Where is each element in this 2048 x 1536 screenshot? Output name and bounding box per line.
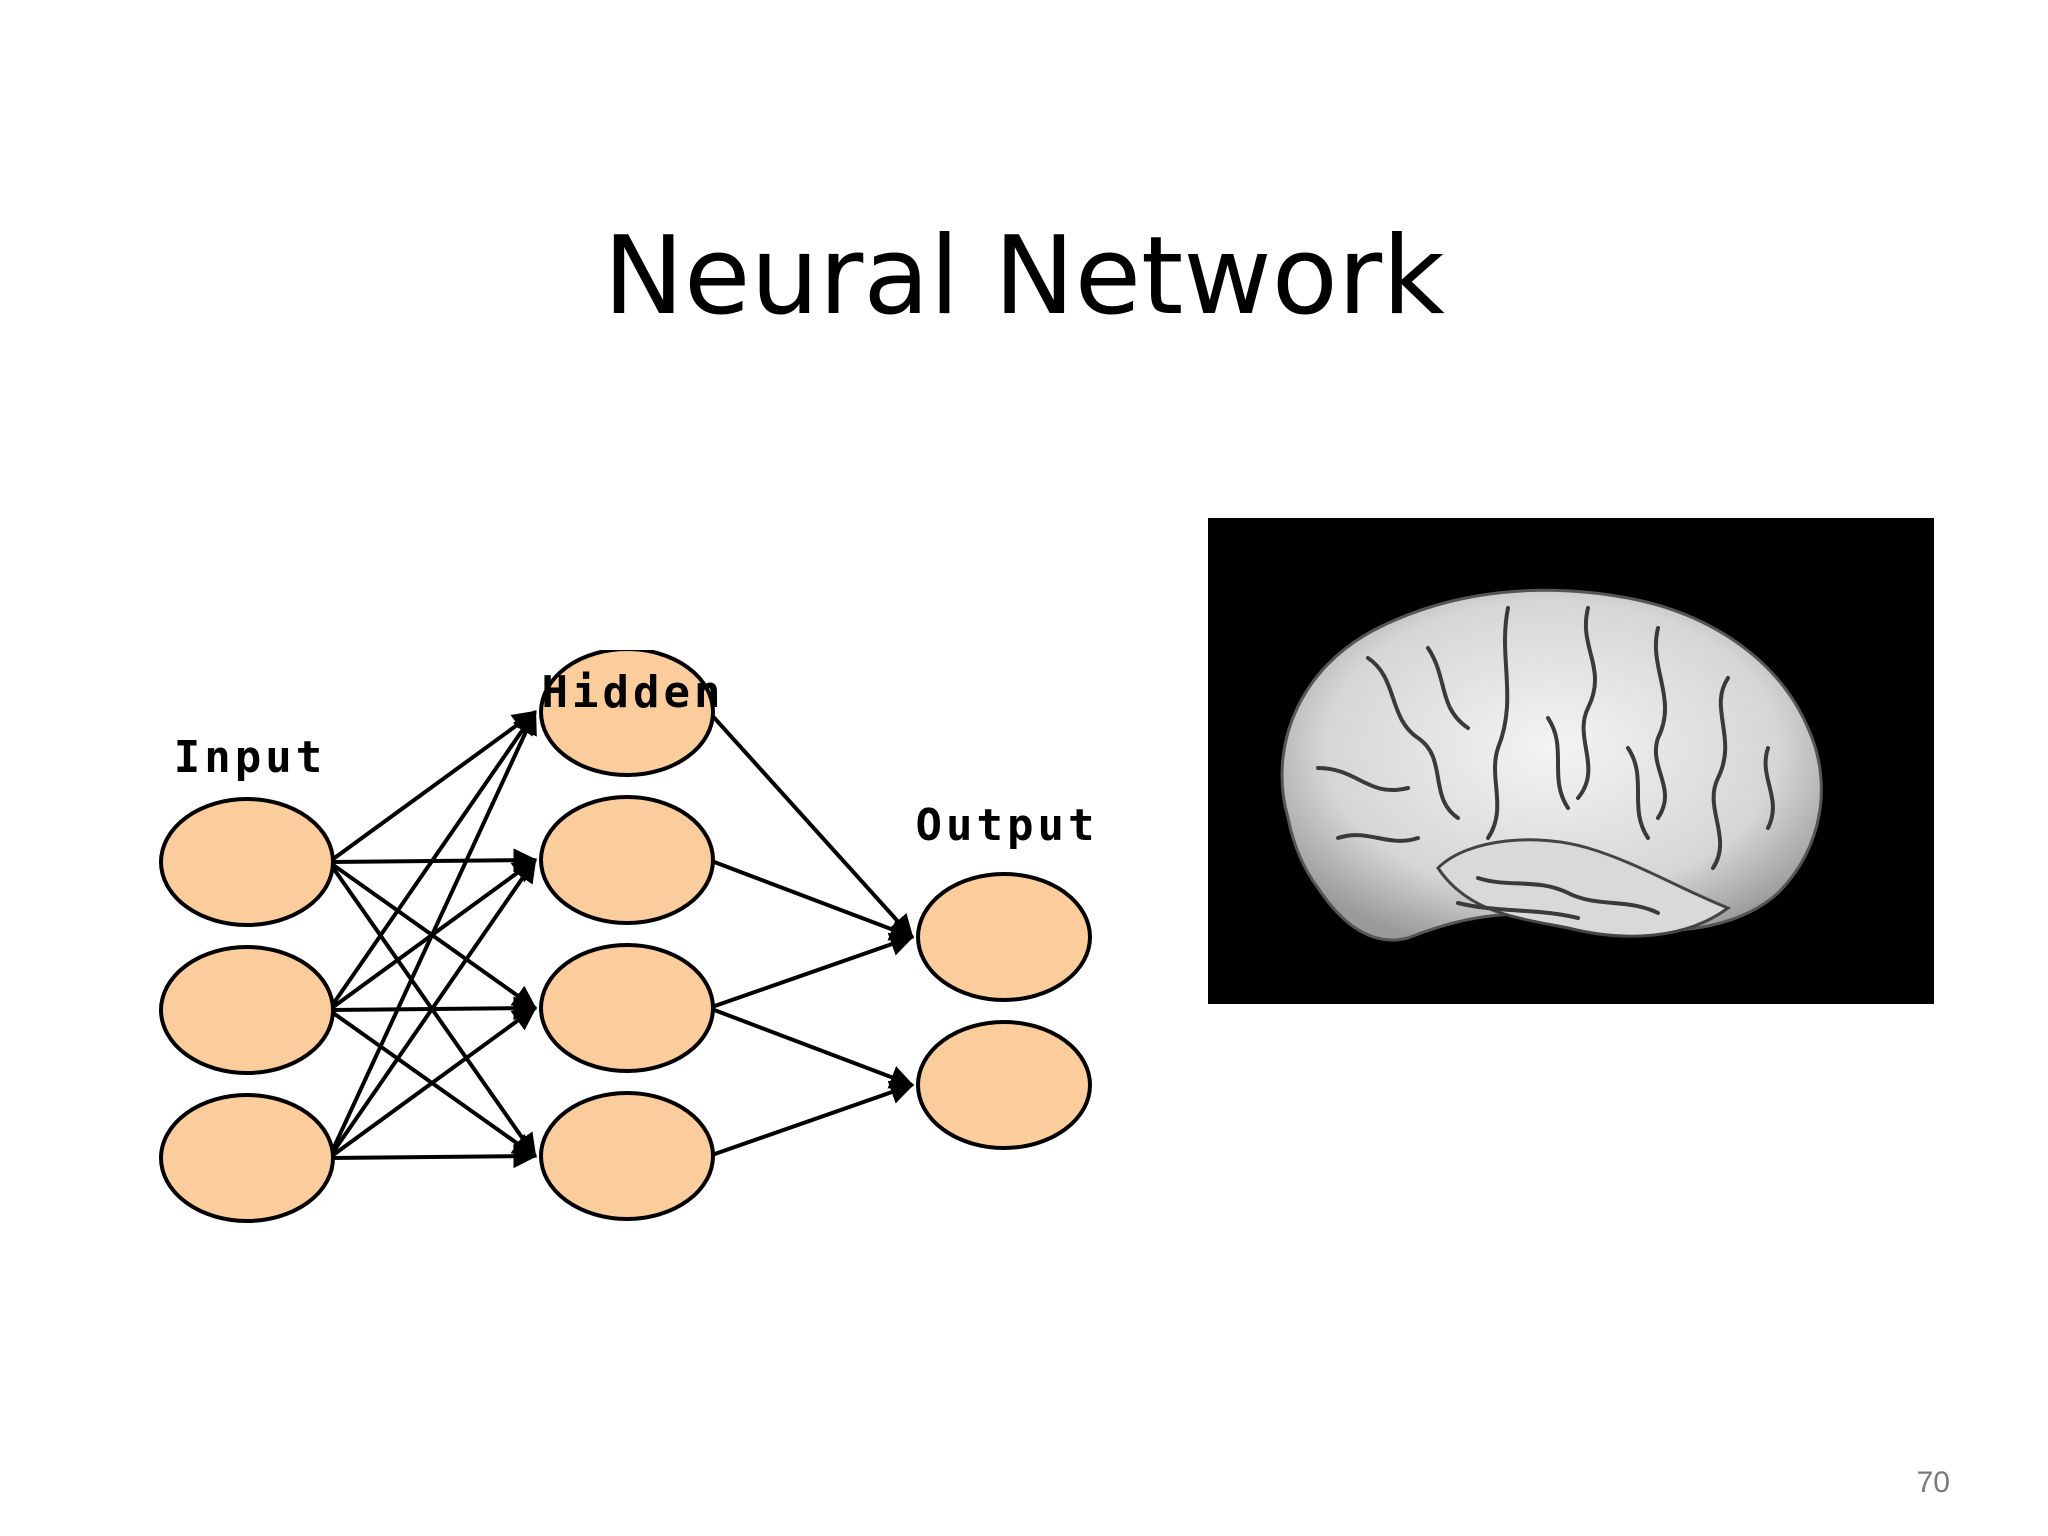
node-hidden-4 [539,1091,715,1221]
layer-label-output: Output [916,800,1099,851]
edge-l1-n2-to-n0 [708,932,915,1010]
edge-l0-n1-to-n0 [327,710,537,1012]
node-hidden-3 [539,943,715,1073]
brain-photo [1208,518,1934,1004]
edge-l0-n2-to-n1 [327,858,537,1160]
brain-folds [1316,606,1775,920]
edge-l1-n3-to-n1 [708,1080,915,1158]
node-hidden-1 [539,650,715,777]
edge-l1-n0-to-n0 [707,710,914,939]
slide-title: Neural Network [603,214,1445,339]
node-input-2 [159,945,335,1075]
node-input-1 [159,797,335,927]
edge-l0-n2-to-n0 [327,709,537,1159]
node-input-3 [159,1093,335,1223]
edge-l0-n2-to-n2 [327,1006,537,1160]
edge-l0-n2-to-n3 [328,1144,538,1169]
brain-cerebrum [1280,588,1823,942]
node-output-1 [916,872,1092,1002]
edge-l0-n0-to-n0 [327,710,537,864]
edge-l1-n1-to-n0 [708,858,915,941]
page-number: 70 [1916,1466,1950,1499]
node-output-2 [916,1020,1092,1150]
layer-label-input: Input [174,732,326,783]
layer-label-hidden: Hidden [542,667,725,718]
brain-illustration [1208,518,1934,1004]
edge-l1-n2-to-n1 [708,1006,915,1089]
edges-group [327,709,915,1169]
node-hidden-2 [539,795,715,925]
nodes-group [159,650,1092,1223]
